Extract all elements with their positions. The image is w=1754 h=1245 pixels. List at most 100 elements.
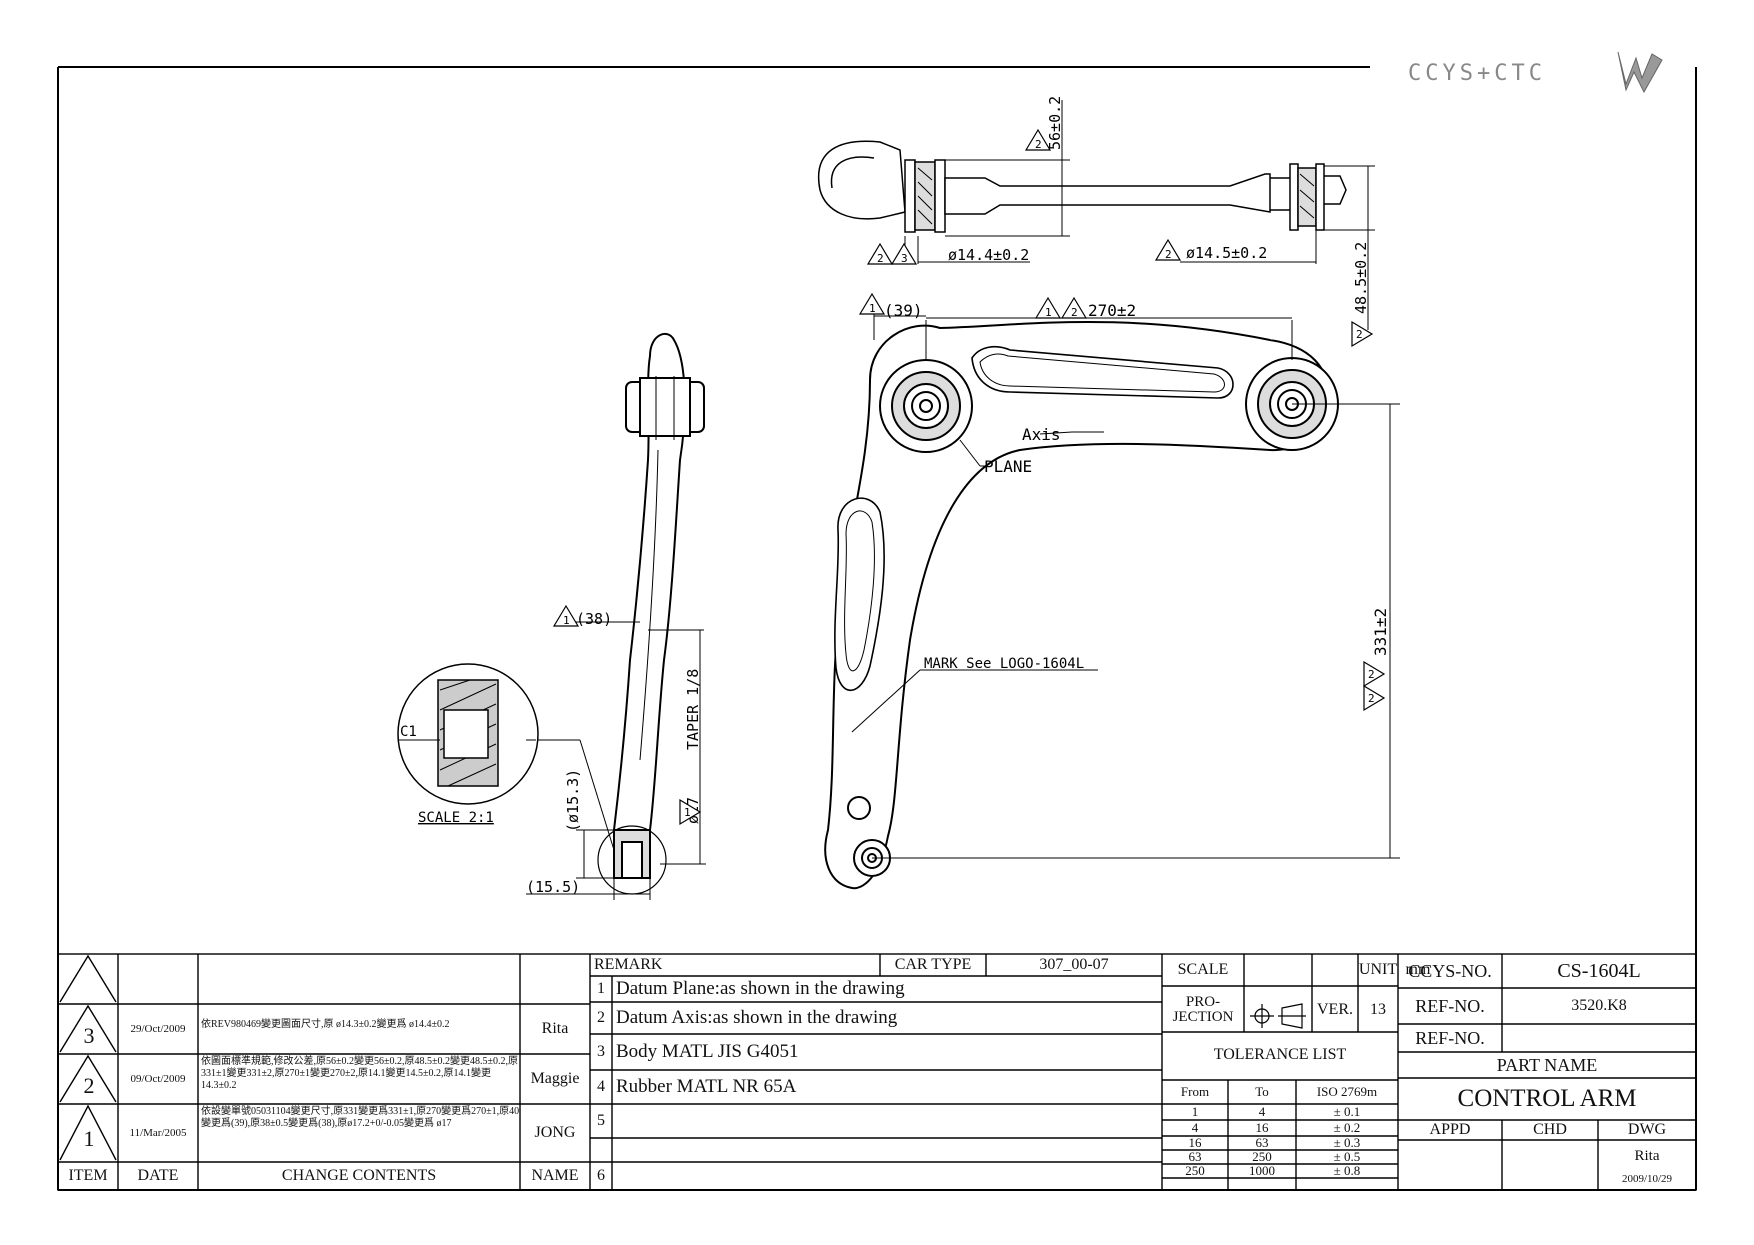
dim-56: 56±0.2 (1046, 96, 1064, 150)
scale-label: SCALE (1177, 961, 1229, 978)
ref-no-value-1: 3520.K8 (1571, 997, 1627, 1014)
dim-38: (38) (576, 610, 612, 628)
mark-label: MARK See LOGO-1604L (924, 656, 1084, 672)
detail-text: C1 SCALE 2:1 (400, 724, 494, 826)
ccys-no-label: CCYS-NO. (1408, 960, 1492, 981)
rev-change-3: 依REV980469變更圖面尺寸,原 ø14.3±0.2變更爲 ø14.4±0.… (201, 1019, 450, 1030)
rev-change-2: 依圖面標準規範,修改公差,原56±0.2變更56±0.2,原48.5±0.2變更… (201, 1056, 518, 1091)
top-view (817, 140, 1347, 233)
dim-15-5: (15.5) (526, 878, 580, 896)
remark-no-6: 6 (597, 1167, 605, 1184)
brand-text: CCYS+CTC (1408, 61, 1546, 86)
dwg-label: DWG (1627, 1121, 1667, 1138)
tol-value-4: ± 0.5 (1333, 1150, 1361, 1164)
dim-270: 270±2 (1088, 301, 1136, 320)
dim-d14-5: ø14.5±0.2 (1186, 244, 1267, 262)
top-view-dims (904, 100, 1375, 330)
ref-no-label-1: REF-NO. (1415, 995, 1485, 1016)
unit-label: UNIT (1358, 961, 1398, 978)
revision-item-triangles (59, 954, 117, 1161)
tol-from-4: 63 (1188, 1150, 1202, 1164)
car-type-label: CAR TYPE (894, 956, 972, 973)
rev-item-2: 2 (83, 1073, 95, 1098)
rev-date-1: 11/Mar/2005 (129, 1127, 187, 1139)
unit-value: mm (1405, 961, 1431, 978)
dim-d15-3: (ø15.3) (564, 769, 582, 832)
appd-label: APPD (1429, 1121, 1471, 1138)
c1-label: C1 (400, 724, 417, 740)
tol-from-5: 250 (1185, 1164, 1205, 1178)
revision-triangles-side (552, 604, 702, 826)
tol-value-3: ± 0.3 (1333, 1136, 1361, 1150)
projection-label: PRO- JECTION (1172, 994, 1234, 1025)
remark-no-4: 4 (597, 1078, 605, 1095)
remark-no-3: 3 (597, 1043, 605, 1060)
triangle-labels-side: 11 (563, 614, 691, 819)
remark-text-3: Body MATL JIS G4051 (616, 1041, 799, 1062)
remark-text-2: Datum Axis:as shown in the drawing (616, 1007, 898, 1028)
chd-label: CHD (1533, 1121, 1567, 1138)
ccys-no-value: CS-1604L (1557, 959, 1641, 982)
projection-symbol-icon (1250, 1003, 1306, 1029)
header-change-contents: CHANGE CONTENTS (281, 1167, 437, 1184)
dim-d14-4: ø14.4±0.2 (948, 246, 1029, 264)
taper-label: TAPER 1/8 (684, 669, 702, 750)
tol-from-1: 1 (1191, 1104, 1199, 1119)
tol-from-2: 4 (1191, 1120, 1199, 1135)
remark-label: REMARK (594, 956, 663, 973)
svg-text:2: 2 (1035, 138, 1042, 151)
svg-text:2: 2 (1071, 306, 1078, 319)
rev-item-3: 3 (83, 1023, 95, 1048)
tol-to-3: 63 (1255, 1136, 1269, 1150)
svg-text:2: 2 (1165, 248, 1172, 261)
tol-to-4: 250 (1252, 1150, 1272, 1164)
detail-view (397, 663, 539, 805)
remark-text-6 (612, 1162, 1164, 1190)
svg-text:2: 2 (1356, 328, 1363, 341)
svg-text:1: 1 (869, 302, 876, 315)
svg-text:1: 1 (563, 614, 570, 627)
rev-date-2: 09/Oct/2009 (130, 1073, 186, 1085)
tol-value-5: ± 0.8 (1333, 1164, 1361, 1178)
side-view (597, 332, 705, 895)
tol-to-1: 4 (1258, 1104, 1266, 1119)
header-name: NAME (531, 1167, 579, 1184)
scale-2-1-label: SCALE 2:1 (418, 810, 494, 826)
tol-to-5: 1000 (1249, 1164, 1275, 1178)
top-view-dim-text: 56±0.2 ø14.4±0.2 ø14.5±0.2 48.5±0.2 (948, 96, 1370, 314)
remark-text-4: Rubber MATL NR 65A (616, 1076, 797, 1097)
title-block-grid (57, 953, 1697, 1191)
svg-text:1: 1 (684, 806, 691, 819)
header-date: DATE (137, 1167, 179, 1184)
ver-value: 13 (1370, 1001, 1386, 1018)
revision-triangles-top (866, 128, 1374, 348)
ref-no-value-2 (1502, 1024, 1696, 1052)
tol-value-1: ± 0.1 (1333, 1104, 1361, 1119)
ver-label: VER. (1317, 1001, 1353, 1018)
rev-date-3: 29/Oct/2009 (130, 1023, 186, 1035)
tol-header-to: To (1255, 1084, 1269, 1099)
tol-from-3: 16 (1188, 1136, 1202, 1150)
header-item: ITEM (68, 1167, 108, 1184)
remark-text-1: Datum Plane:as shown in the drawing (616, 978, 905, 999)
drawer-name: Rita (1634, 1147, 1660, 1164)
side-view-dim-text: (38) TAPER 1/8 ø17 (ø15.3) (15.5) (526, 610, 702, 896)
rev-name-2: Maggie (530, 1070, 580, 1087)
dim-331: 331±2 (1371, 608, 1390, 656)
tol-header-from: From (1180, 1084, 1210, 1099)
drawing-date: 2009/10/29 (1621, 1173, 1673, 1185)
revision-triangles-front (858, 292, 1386, 712)
svg-text:2: 2 (877, 252, 884, 265)
rev-name-1: JONG (534, 1124, 576, 1141)
part-name-label: PART NAME (1496, 1054, 1598, 1075)
dim-39: (39) (884, 301, 923, 320)
front-view-dims (851, 300, 1400, 859)
svg-text:2: 2 (1368, 692, 1375, 705)
remark-text-5 (612, 1104, 1164, 1138)
remark-no-5: 5 (597, 1112, 605, 1129)
tol-to-2: 16 (1255, 1120, 1269, 1135)
